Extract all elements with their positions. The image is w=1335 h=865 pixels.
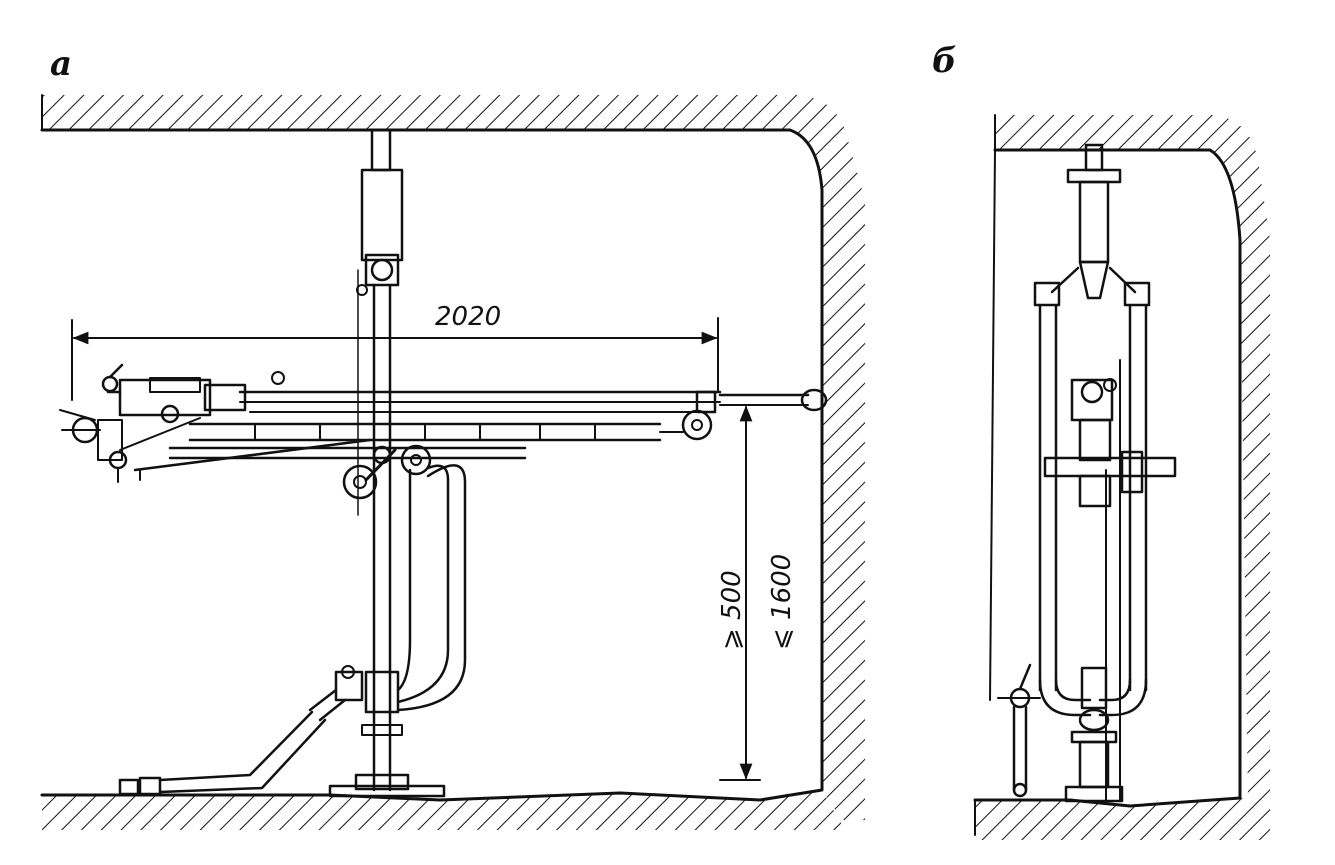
panel-a-air-hose — [118, 464, 467, 796]
panel-a-swivel-joints — [342, 444, 432, 500]
panel-b: б — [932, 41, 1270, 840]
panel-a-feed-beam — [119, 388, 828, 472]
panel-b-base — [1038, 666, 1148, 803]
panel-a-column — [328, 128, 446, 798]
panel-a-rock-mass — [40, 94, 865, 830]
panel-b-drill-head — [1043, 378, 1177, 508]
panel-b-control-valve — [997, 663, 1041, 798]
panel-a: а — [40, 44, 865, 830]
dimension-height-max-label: ⩽ 1600 — [767, 554, 797, 650]
dimension-height-min-label: ⩾ 500 — [717, 570, 747, 650]
panel-b-upper-ram — [1050, 143, 1137, 300]
panel-b-label: б — [932, 41, 957, 81]
panel-a-rock-drill — [59, 363, 285, 483]
dimension-height: ⩾ 500 ⩽ 1600 — [717, 404, 797, 781]
dimension-width-label: 2020 — [435, 302, 501, 332]
dimension-width: 2020 — [71, 302, 719, 401]
panel-b-rock-mass — [973, 114, 1270, 840]
panel-a-label: а — [50, 44, 72, 84]
panel-b-posts — [1033, 281, 1151, 801]
